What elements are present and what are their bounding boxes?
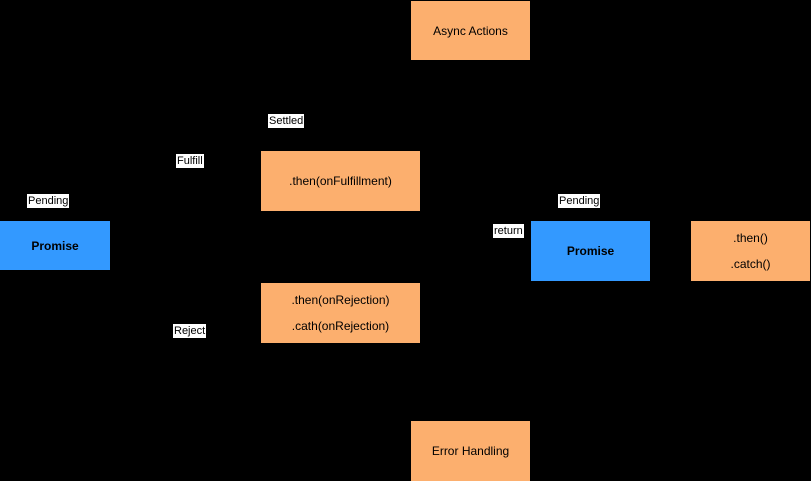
node-label-line-1: .then(onRejection): [291, 293, 390, 307]
node-label: Promise: [31, 238, 79, 253]
node-then-cath-on-rejection[interactable]: .then(onRejection) .cath(onRejection): [261, 283, 420, 343]
node-label-line-1: .then(): [733, 231, 768, 245]
node-label: Error Handling: [431, 444, 510, 458]
edge-label-pending-left: Pending: [27, 194, 70, 208]
node-promise-right[interactable]: Promise: [531, 221, 650, 281]
edge-label-pending-right: Pending: [558, 194, 601, 208]
node-then-on-fulfillment[interactable]: .then(onFulfillment): [261, 151, 420, 211]
node-error-handling[interactable]: Error Handling: [411, 421, 530, 481]
node-label-line-2: .catch(): [730, 257, 771, 271]
node-label: Async Actions: [433, 23, 508, 38]
node-label: Promise: [566, 244, 615, 258]
node-async-actions[interactable]: Async Actions: [411, 1, 530, 60]
node-promise-left[interactable]: Promise: [0, 221, 110, 270]
node-label: .then(onFulfillment): [289, 174, 392, 188]
node-then-catch[interactable]: .then() .catch(): [691, 221, 810, 281]
edge-label-return: return: [493, 224, 524, 238]
edge-label-reject: Reject: [173, 324, 207, 338]
edge-label-fulfill: Fulfill: [176, 154, 204, 168]
node-label-line-2: .cath(onRejection): [291, 319, 390, 333]
edge-label-settled: Settled: [268, 114, 305, 128]
